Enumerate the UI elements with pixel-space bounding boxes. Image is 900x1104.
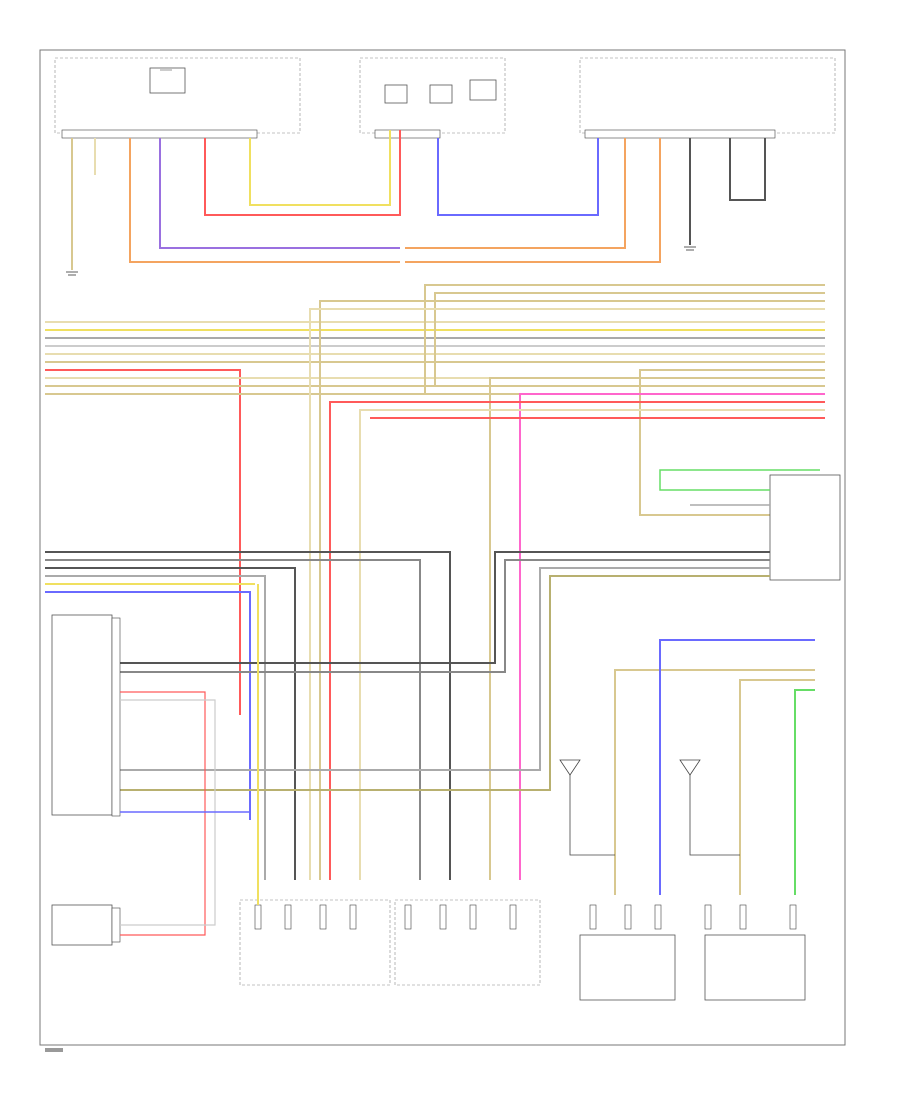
lower-seat-modules [239,899,806,1001]
left-control-module [51,614,250,946]
right-incoming-wires [309,284,825,880]
top-vertical-wires [71,130,766,270]
igniter-symbols [559,759,740,856]
top-ground-symbols [66,246,696,276]
right-switch-block [659,469,841,581]
wire-orange-right-2 [405,138,661,263]
wire-violet-right [437,138,599,216]
wire-violet-left [159,138,400,249]
wire-dark-loop [729,138,766,201]
mid-harness-wires [45,551,815,895]
wire-orange-right [405,138,626,249]
top-relay-symbols [149,67,497,104]
top-component-boundaries [54,57,836,139]
diagram-frame [39,49,846,1046]
page-marker [45,1048,63,1052]
wire-yellow-top [249,130,391,206]
wire-orange-loop [129,138,400,263]
wire-red-top [204,130,401,216]
